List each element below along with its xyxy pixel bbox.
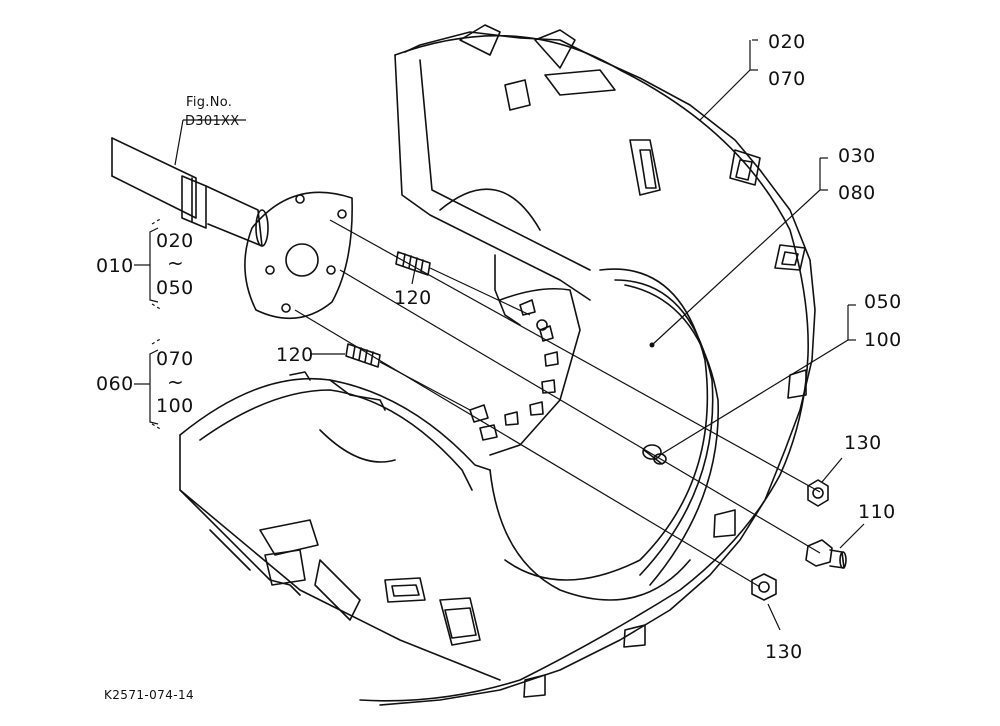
callout-030: 030 <box>838 145 876 167</box>
callout-130-bottom: 130 <box>765 641 803 663</box>
callout-120-left: 120 <box>276 344 314 366</box>
callout-100: 100 <box>864 329 902 351</box>
valve-stem <box>642 444 667 465</box>
leader-dot-rim <box>649 342 655 348</box>
hub-plate <box>244 191 353 320</box>
stud-bolt-upper <box>395 251 431 276</box>
callout-080: 080 <box>838 182 876 204</box>
stud-bolt-lower <box>345 343 381 368</box>
callout-130-top: 130 <box>844 432 882 454</box>
nut-lower <box>751 573 777 601</box>
figure-reference-code: D301XX <box>185 114 240 129</box>
hex-bolt <box>805 539 847 569</box>
group-060-code: 060 <box>96 373 134 395</box>
group-060-separator: ~ <box>167 370 185 394</box>
tire-lower-half <box>179 371 501 681</box>
group-010-code: 010 <box>96 255 134 277</box>
callout-050: 050 <box>864 291 902 313</box>
group-010-from: 020 <box>156 230 194 252</box>
wheel-rim <box>469 268 719 601</box>
nut-upper <box>807 479 829 507</box>
figure-reference-title: Fig.No. <box>186 95 233 110</box>
callout-070: 070 <box>768 68 806 90</box>
callout-020: 020 <box>768 31 806 53</box>
leader-lines <box>134 39 865 631</box>
group-010-separator: ~ <box>167 251 185 275</box>
callout-120-top: 120 <box>394 287 432 309</box>
group-060-from: 070 <box>156 348 194 370</box>
drawing-code: K2571-074-14 <box>104 688 195 702</box>
tire-upper-half <box>359 24 816 706</box>
axle-shaft <box>111 137 269 247</box>
group-010-to: 050 <box>156 277 194 299</box>
group-060-to: 100 <box>156 395 194 417</box>
callout-110: 110 <box>858 501 896 523</box>
